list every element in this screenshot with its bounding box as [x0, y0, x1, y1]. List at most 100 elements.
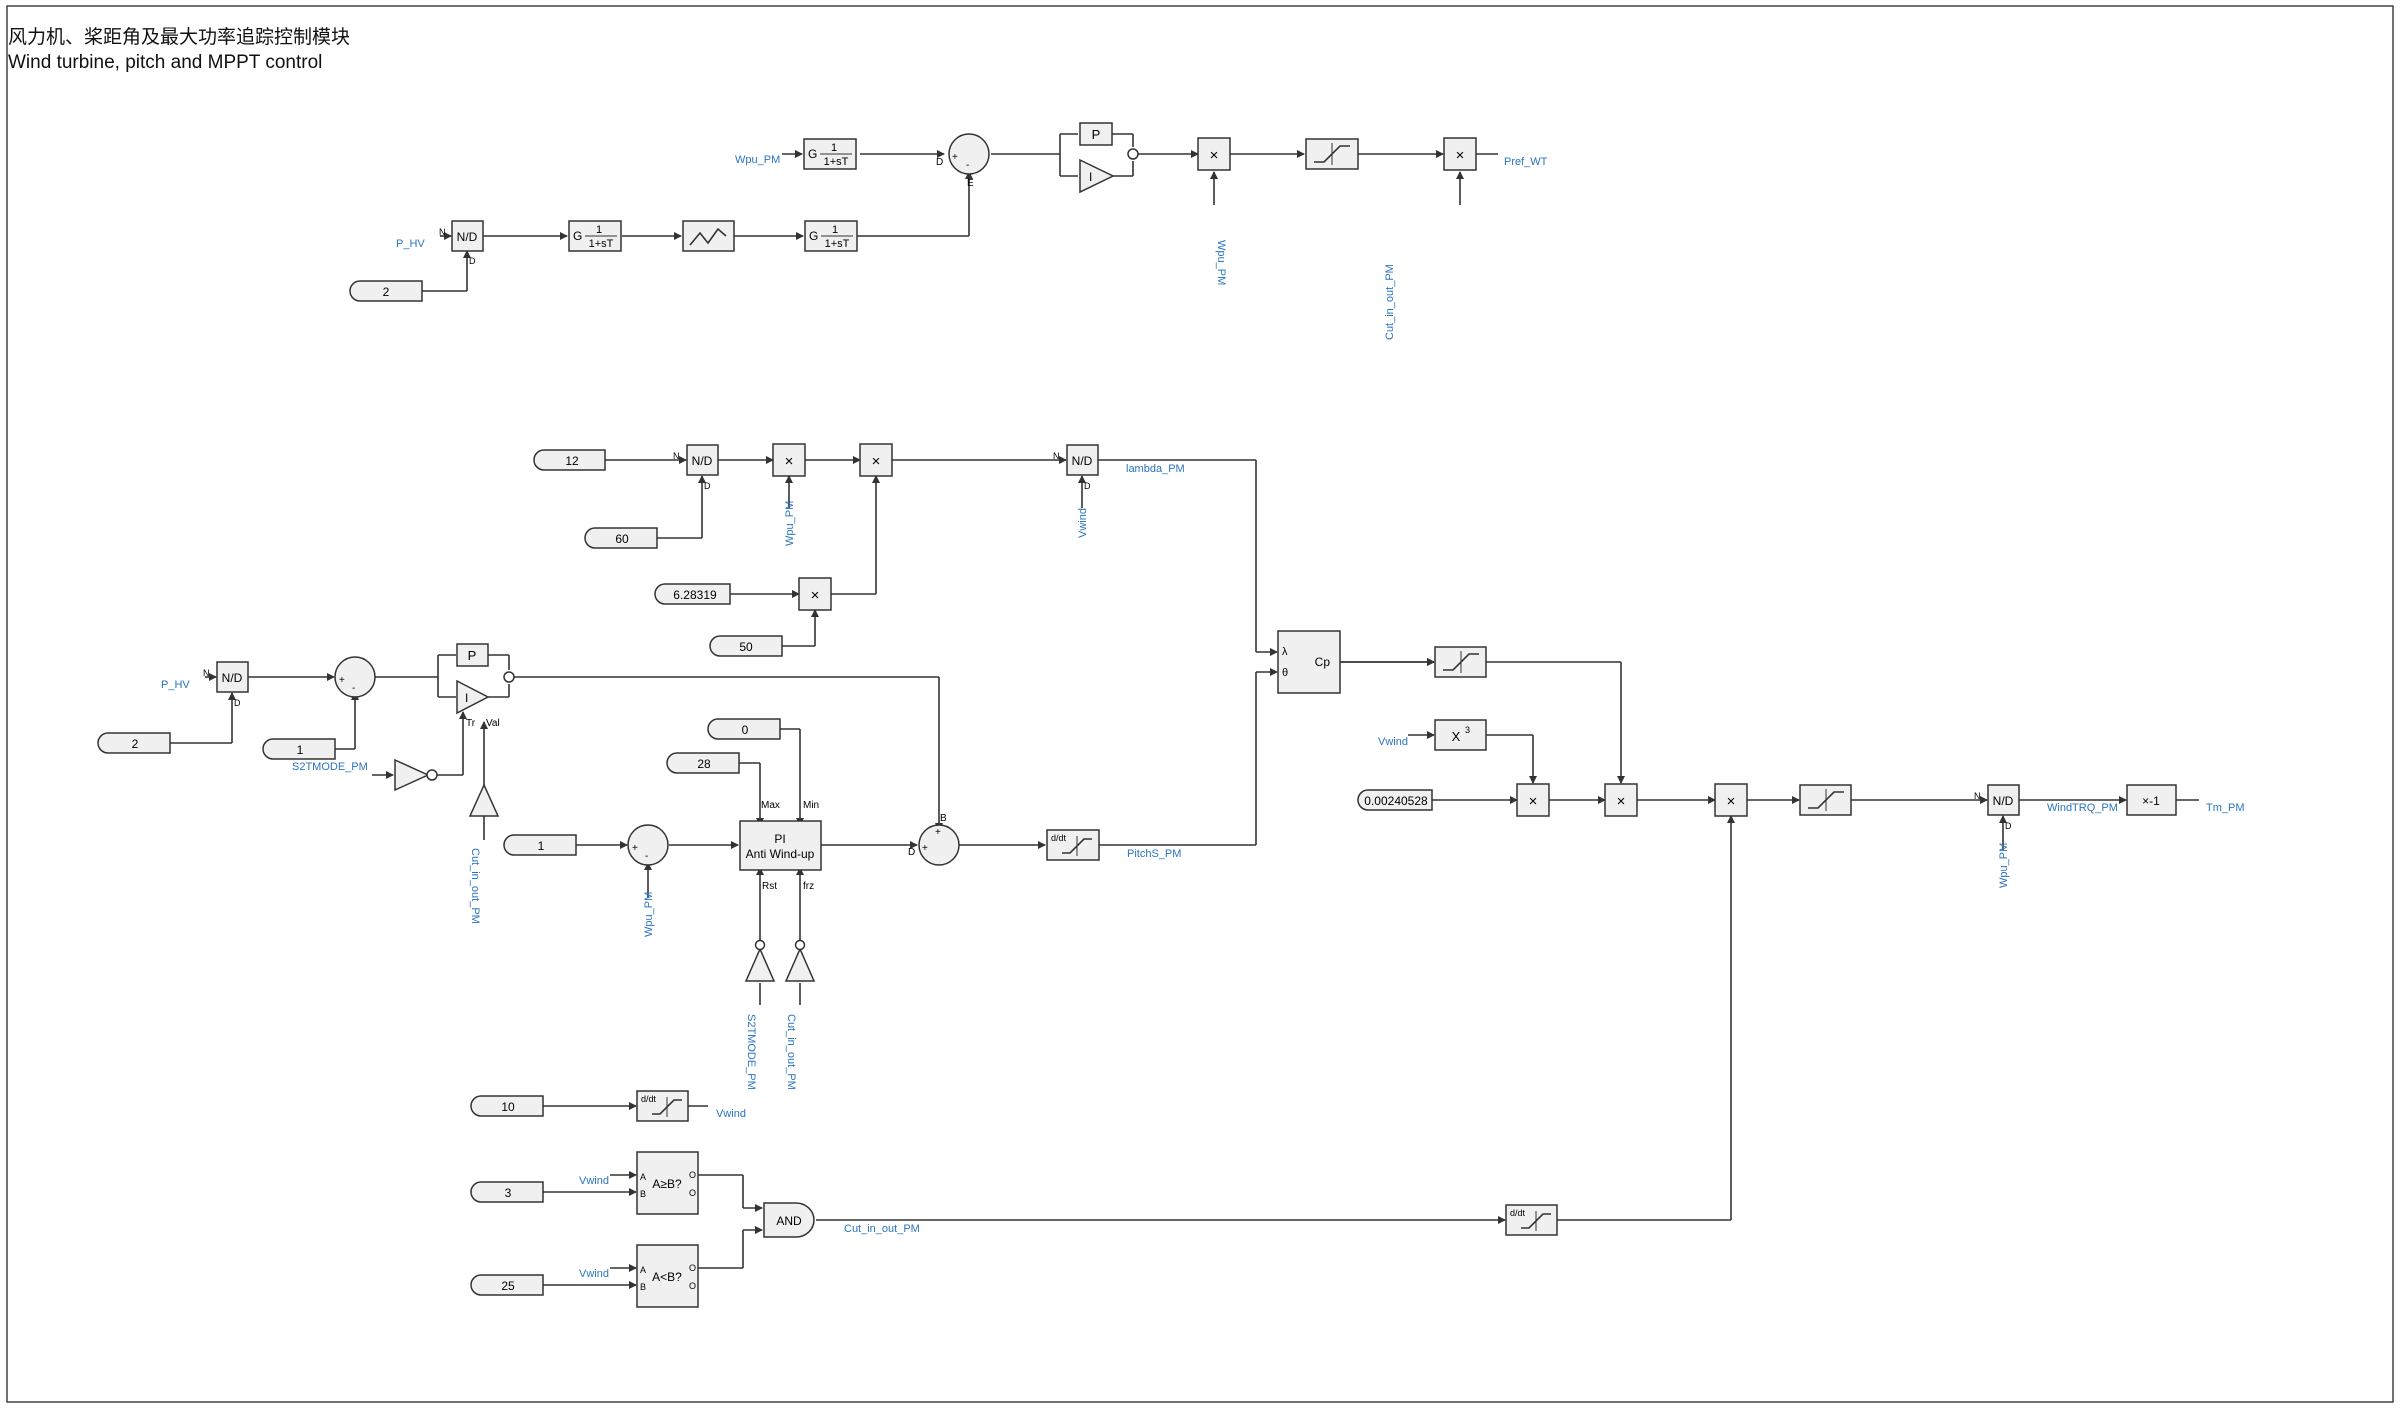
- diagram-title-cn: 风力机、桨距角及最大功率追踪控制模块: [8, 27, 351, 48]
- svg-text:12: 12: [565, 454, 579, 468]
- label-vwind-3: Vwind: [716, 1108, 746, 1120]
- svg-text:O: O: [689, 1281, 696, 1291]
- svg-text:×: ×: [785, 453, 794, 470]
- svg-text:N: N: [1053, 451, 1060, 461]
- svg-text:N/D: N/D: [692, 454, 713, 468]
- rate-limiter-block: [682, 220, 735, 252]
- svg-text:d/dt: d/dt: [1510, 1208, 1526, 1218]
- rate-limit-ddt-vwind: d/dt: [636, 1090, 689, 1122]
- svg-text:D: D: [1084, 481, 1091, 491]
- cube-block: X 3: [1434, 719, 1487, 751]
- svg-text:1: 1: [538, 839, 545, 853]
- svg-text:×: ×: [1617, 793, 1626, 810]
- pi-label-frz: frz: [803, 881, 814, 892]
- sum-label-e: E: [967, 178, 974, 189]
- svg-text:×: ×: [1727, 793, 1736, 810]
- svg-text:+: +: [952, 152, 958, 163]
- label-s2tmode-1: S2TMODE_PM: [292, 761, 368, 773]
- label-p-hv-1: P_HV: [396, 238, 425, 250]
- label-cut-in-out-4: Cut_in_out_PM: [844, 1223, 920, 1235]
- svg-text:λ: λ: [1282, 646, 1288, 658]
- label-wpu-pm-4: Wpu_PM: [643, 892, 655, 937]
- svg-text:D: D: [704, 481, 711, 491]
- label-vwind-1: Vwind: [1077, 508, 1089, 538]
- pi-sum-node-1: [1127, 148, 1139, 160]
- label-lambda-pm: lambda_PM: [1126, 463, 1185, 475]
- svg-text:10: 10: [501, 1100, 515, 1114]
- svg-text:×: ×: [1456, 147, 1465, 164]
- pi-i-integrator-1: I: [1079, 158, 1115, 194]
- svg-text:AND: AND: [776, 1214, 802, 1228]
- svg-text:×: ×: [1529, 793, 1538, 810]
- svg-text:D: D: [469, 256, 476, 266]
- const-1-pitch: 1: [503, 834, 577, 856]
- svg-text:G: G: [573, 229, 582, 243]
- svg-text:3: 3: [1465, 725, 1470, 735]
- svg-text:N: N: [203, 668, 210, 678]
- svg-text:G: G: [809, 229, 818, 243]
- label-tm-pm: Tm_PM: [2206, 802, 2245, 814]
- svg-text:+: +: [632, 843, 638, 854]
- svg-text:P: P: [468, 648, 477, 663]
- svg-text:B: B: [640, 1282, 646, 1292]
- sum2-label-d: D: [908, 847, 915, 858]
- multiplier-t1: ×: [1516, 783, 1550, 817]
- svg-text:I: I: [1089, 170, 1092, 184]
- svg-text:B: B: [640, 1189, 646, 1199]
- pi-p-gain-1: P: [1079, 122, 1113, 146]
- svg-text:PI: PI: [774, 832, 785, 846]
- svg-text:Anti Wind-up: Anti Wind-up: [746, 847, 815, 861]
- label-vwind-5: Vwind: [579, 1268, 609, 1280]
- label-pitchs-pm: PitchS_PM: [1127, 848, 1181, 860]
- label-wpu-pm-3: Wpu_PM: [784, 501, 796, 546]
- svg-text:N/D: N/D: [222, 671, 243, 685]
- pi-label-val: Val: [486, 718, 500, 729]
- svg-text:1+sT: 1+sT: [589, 238, 614, 250]
- svg-text:28: 28: [697, 757, 711, 771]
- divider-12-60: N/D N D: [673, 444, 719, 491]
- label-cut-in-out-1: Cut_in_out_PM: [1384, 264, 1396, 340]
- label-vwind-2: Vwind: [1378, 736, 1408, 748]
- svg-text:A<B?: A<B?: [652, 1270, 682, 1284]
- label-pref-wt: Pref_WT: [1504, 156, 1548, 168]
- svg-text:-: -: [966, 160, 969, 171]
- comparator-lt: A B A<B? O O: [636, 1244, 699, 1308]
- limiter-cp: [1434, 646, 1487, 678]
- label-wpu-pm-5: Wpu_PM: [1998, 843, 2010, 888]
- const-1-phv: 1: [262, 738, 336, 760]
- lowpass-filter-1: G 1 1+sT: [803, 138, 857, 170]
- svg-text:50: 50: [739, 640, 753, 654]
- svg-text:×: ×: [1210, 147, 1219, 164]
- const-25: 25: [470, 1274, 544, 1296]
- lowpass-filter-3: G 1 1+sT: [804, 220, 858, 252]
- multiplier-lambda-2: ×: [859, 443, 893, 477]
- svg-text:0.00240528: 0.00240528: [1364, 794, 1428, 808]
- pi-sum-node-2: [503, 671, 515, 683]
- multiplier-2pi: ×: [798, 577, 832, 611]
- comparator-ge: A B A≥B? O O: [636, 1151, 699, 1215]
- not-gate-frz: [784, 939, 816, 982]
- const-2-top: 2: [349, 280, 423, 302]
- svg-text:25: 25: [501, 1279, 515, 1293]
- rate-limit-ddt-pitch: d/dt: [1046, 829, 1100, 861]
- multiplier-lambda-1: ×: [772, 443, 806, 477]
- label-wpu-pm-2: Wpu_PM: [1215, 240, 1227, 285]
- multiplier-t2: ×: [1604, 783, 1638, 817]
- pi-label-max: Max: [761, 800, 780, 811]
- gain-neg1: ×-1: [2126, 784, 2177, 816]
- svg-text:×: ×: [872, 453, 881, 470]
- divider-phv-1: N/D N D: [439, 220, 484, 266]
- svg-text:-: -: [352, 683, 355, 694]
- label-s2tmode-2: S2TMODE_PM: [745, 1014, 757, 1090]
- svg-text:N: N: [673, 451, 680, 461]
- const-50: 50: [709, 635, 783, 657]
- svg-text:A: A: [640, 1265, 646, 1275]
- not-gate-cut-1: [468, 783, 500, 817]
- and-gate: AND: [763, 1202, 815, 1238]
- pi-label-min: Min: [803, 800, 819, 811]
- divider-torque: N/D N D: [1974, 784, 2020, 831]
- lowpass-filter-2: G 1 1+sT: [568, 220, 622, 252]
- svg-text:1: 1: [831, 142, 837, 154]
- const-0: 0: [707, 718, 781, 740]
